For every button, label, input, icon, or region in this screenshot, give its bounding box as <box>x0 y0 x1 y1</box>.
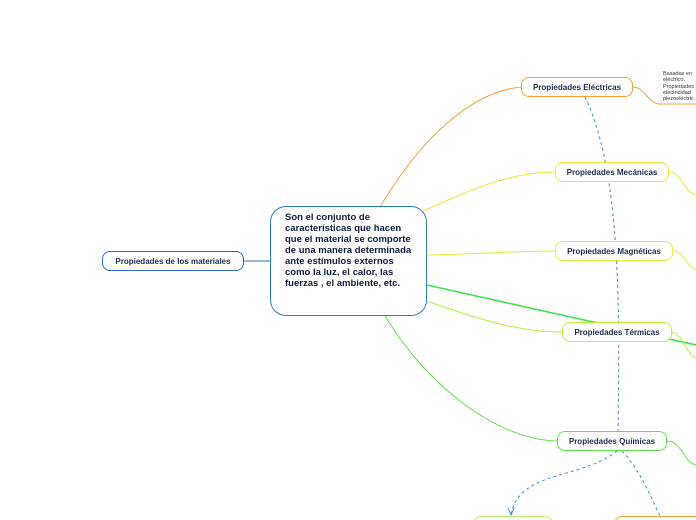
branch-node-electricas[interactable]: Propiedades Eléctricas <box>521 77 633 97</box>
connector-termicas-child <box>671 331 696 359</box>
branch-node-quimicas[interactable]: Propiedades Químicas <box>557 431 667 451</box>
connector-mecanicas <box>420 171 556 213</box>
relationship-line-quimicas-bottom-left <box>510 450 618 515</box>
relationship-line-electricas-quimicas <box>584 96 620 432</box>
relationship-line-quimicas-bottom-right <box>621 450 661 517</box>
central-topic-node[interactable]: Son el conjunto de características que h… <box>270 206 427 316</box>
partial-node-bottom-left[interactable] <box>473 516 553 520</box>
connector-mecanicas-child <box>668 171 696 196</box>
branch-label-magneticas: Propiedades Magnéticas <box>567 246 661 256</box>
root-topic-label: Propiedades de los materiales <box>115 256 231 266</box>
branch-label-mecanicas: Propiedades Mecánicas <box>566 167 658 177</box>
connector-magneticas-child <box>672 250 696 271</box>
root-topic-node[interactable]: Propiedades de los materiales <box>102 251 244 271</box>
connector-electricas-note <box>632 86 696 105</box>
branch-label-electricas: Propiedades Eléctricas <box>532 82 622 92</box>
branch-node-magneticas[interactable]: Propiedades Magnéticas <box>555 241 673 261</box>
partial-node-bottom-right[interactable] <box>614 516 696 520</box>
connector-quimicas <box>384 315 558 442</box>
branch-node-mecanicas[interactable]: Propiedades Mecánicas <box>555 162 669 182</box>
electricas-note-text[interactable]: Basadas en eléctrico. Propiedades electr… <box>663 71 694 103</box>
branch-label-termicas: Propiedades Térmicas <box>574 327 660 337</box>
central-topic-text: Son el conjunto de características que h… <box>285 212 412 289</box>
connector-termicas <box>426 300 563 333</box>
branch-node-termicas[interactable]: Propiedades Térmicas <box>562 322 672 342</box>
connector-quimicas-child <box>666 440 696 466</box>
connector-magneticas <box>426 250 556 256</box>
connector-electricas <box>379 86 522 208</box>
relationship-arrow-head <box>507 507 515 517</box>
branch-label-quimicas: Propiedades Químicas <box>568 436 656 446</box>
